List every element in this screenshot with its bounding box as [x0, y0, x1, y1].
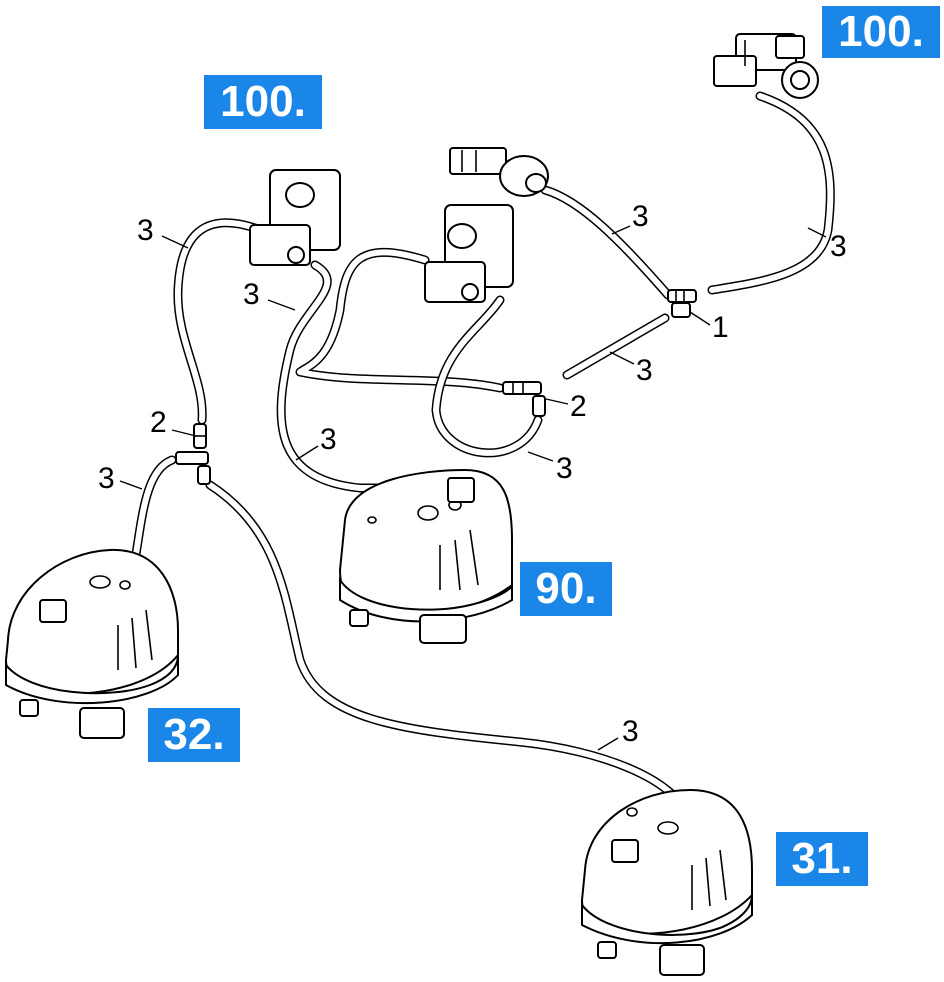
pressure-switch — [449, 147, 549, 197]
solenoid-valve-top-right — [713, 33, 819, 99]
callout-tube-e: 3 — [636, 354, 653, 387]
tube-lines — [73, 91, 835, 857]
leader-lines — [119, 225, 827, 751]
pump-left — [4, 548, 179, 739]
badge-pump-bottom-right: 31. — [776, 832, 868, 886]
callout-tube-b: 3 — [243, 278, 260, 311]
badge-pump-center: 90. — [520, 562, 612, 616]
callout-tube-h: 3 — [98, 462, 115, 495]
solenoid-valve-left — [249, 169, 341, 266]
callout-tube-d: 3 — [632, 200, 649, 233]
callout-labels: 3 3 3 3 1 3 2 3 3 2 3 3 — [98, 200, 847, 748]
callout-tube-f: 3 — [556, 452, 573, 485]
solenoid-valve-center — [424, 204, 514, 303]
y-fitting-center — [502, 381, 546, 417]
tee-fitting-right — [667, 289, 697, 318]
badge-valve-top-left: 100. — [204, 75, 322, 129]
callout-tube-c: 3 — [830, 230, 847, 263]
callout-tube-a: 3 — [137, 214, 154, 247]
callout-tube-g: 3 — [320, 423, 337, 456]
callout-y-fitting-center: 2 — [570, 390, 587, 423]
y-fitting-left — [175, 423, 211, 485]
callout-tee-fitting-right: 1 — [712, 311, 729, 344]
pump-bottom-right — [580, 788, 753, 976]
callout-tube-i: 3 — [622, 715, 639, 748]
callout-y-fitting-left: 2 — [150, 406, 167, 439]
badge-valve-top-right: 100. — [822, 6, 940, 58]
pump-center — [338, 468, 513, 644]
badge-pump-left: 32. — [148, 708, 240, 762]
